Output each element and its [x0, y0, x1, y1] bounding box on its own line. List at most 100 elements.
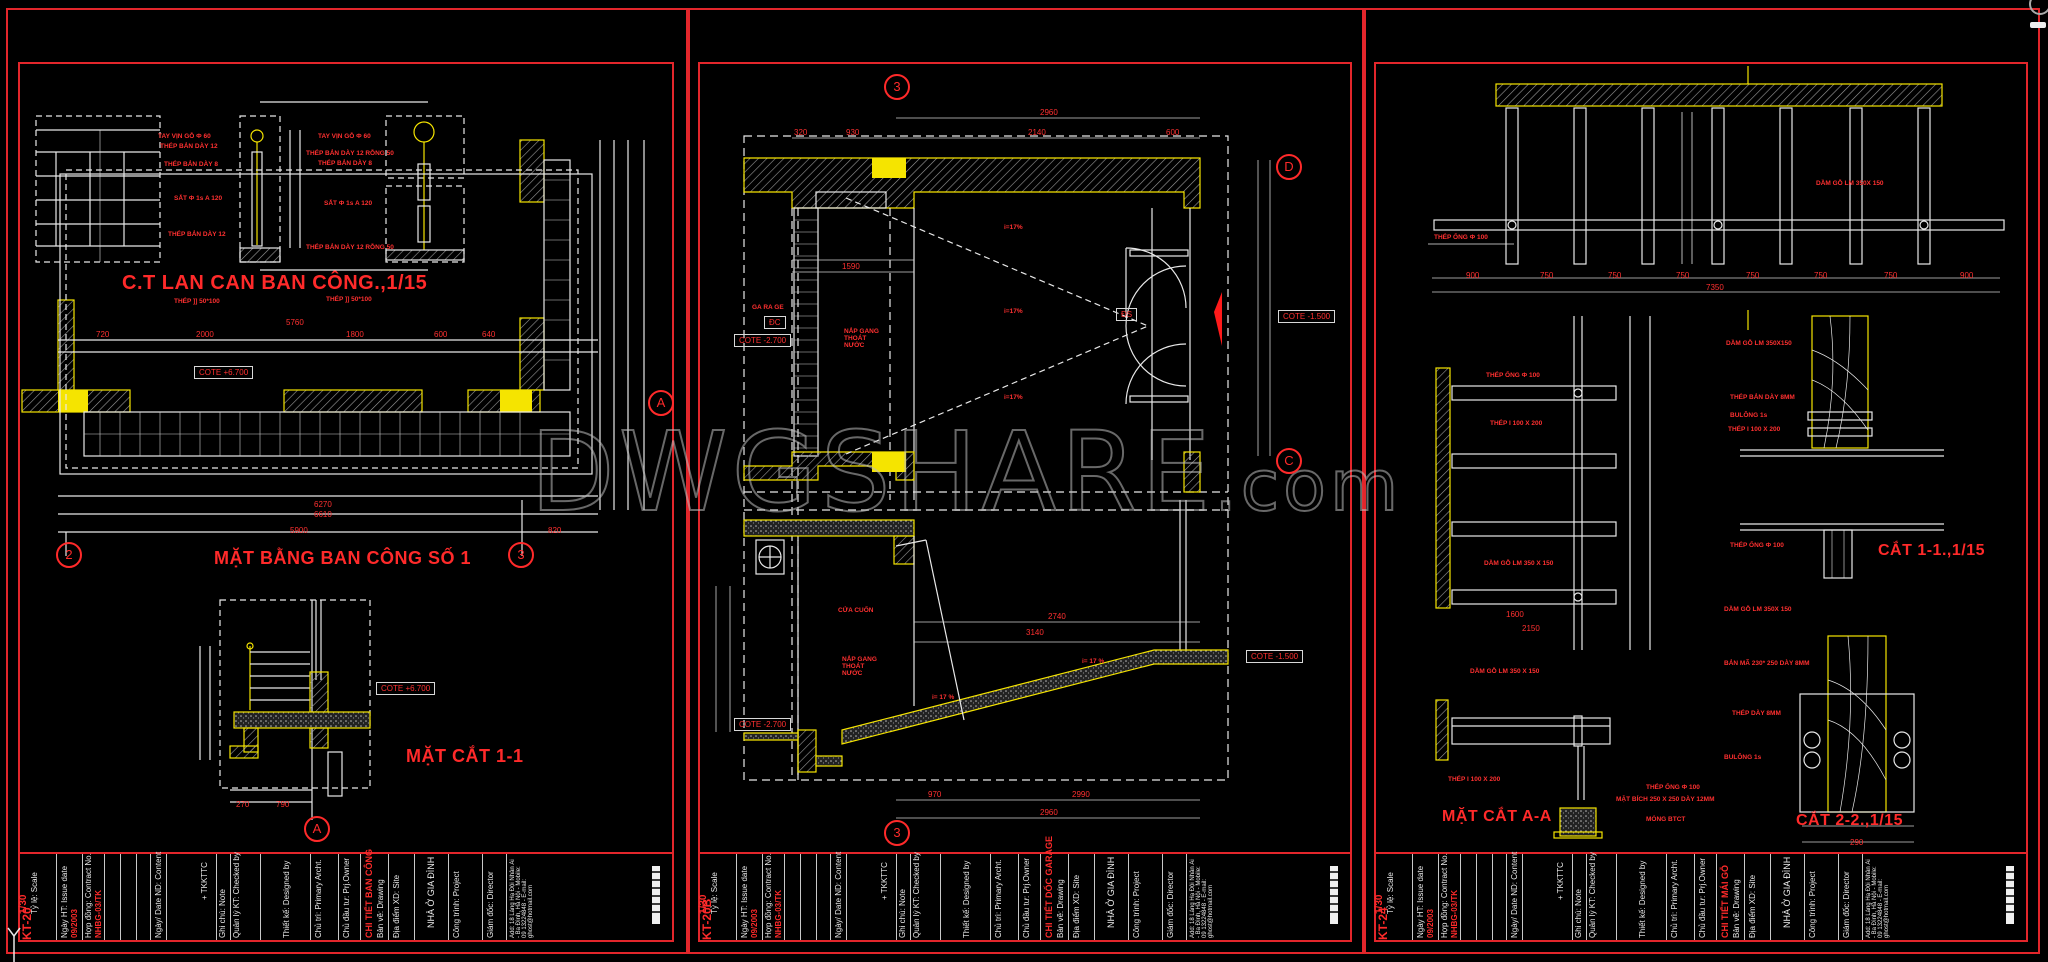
tb-cell [1040, 854, 1041, 940]
tb-cell [1162, 854, 1163, 940]
grid-axis-c: C [1276, 448, 1302, 474]
balcony-plan-title: MẶT BẰNG BAN CÔNG SỐ 1 [214, 548, 472, 568]
elev-dim: 750 [1814, 271, 1828, 280]
tb-cell [150, 854, 151, 940]
tb-cell [338, 854, 339, 940]
plan-dim: 2000 [196, 330, 214, 339]
tb-cell [1666, 854, 1667, 940]
issue-date-value: 09/2003 [70, 909, 79, 938]
sheet-kt20-outer [6, 8, 688, 954]
tb-cell [388, 854, 389, 940]
sheet-kt24-frame [1374, 62, 2028, 942]
railing-detail-section-right [385, 115, 465, 263]
sheet-kt20b-outer [688, 8, 1364, 954]
plan-dim: 640 [482, 330, 496, 339]
note-label: Ghi chú: Note [898, 889, 907, 938]
tb-cell [482, 854, 483, 940]
cut-2-2-title: CẮT 2-2.,1/15 [1796, 812, 1903, 829]
tb-cell [360, 854, 361, 940]
project-label: Công trình: Project [452, 871, 461, 938]
tb-cell [762, 854, 763, 940]
slope-label: i= 17 % [932, 694, 955, 701]
slope-label: i=17% [1004, 308, 1023, 315]
drawing-label: Bản vẽ: Drawing [1732, 879, 1741, 938]
issue-date-label: Ngày HT: Issue date [1416, 865, 1425, 938]
tb-cell [846, 854, 847, 940]
elev-dim: 750 [1608, 271, 1622, 280]
railing-detail-title: C.T LAN CAN BAN CÔNG.,1/15 [122, 272, 428, 294]
cut11-label: THÉP I 100 X 200 [1728, 426, 1781, 433]
plan-pipe-label: THÉP ỐNG Ф 100 [1486, 372, 1540, 379]
tb-cell [1770, 854, 1771, 940]
watermark-suffix: .com [1213, 444, 1403, 528]
tb-cell [230, 854, 231, 940]
sheet-kt20-frame [18, 62, 674, 942]
section-dim: 270 [236, 800, 250, 809]
project-name: NHÀ Ở GIA ĐÌNH [426, 856, 436, 928]
elev-dim: 900 [1466, 271, 1480, 280]
company-address: Add: 18 Láng Hạ Đội Nhân Ái - Ba Đình, H… [1866, 859, 1890, 938]
garage-dim: 2990 [1072, 790, 1090, 799]
garage-dim: 2140 [1028, 128, 1046, 137]
balcony-plan [21, 139, 645, 556]
tb-cell [1094, 854, 1095, 940]
garage-dim: 600 [1166, 128, 1180, 137]
tb-cell [56, 854, 57, 940]
contract-value: NHBG-03/TK [774, 889, 783, 938]
tb-cell [1128, 854, 1129, 940]
railing-label-right: THÉP BẢN DÀY 8 [318, 160, 372, 167]
tb-cell [1492, 854, 1493, 940]
cut22-dim: 290 [1850, 838, 1864, 847]
section-dim: 790 [276, 800, 290, 809]
railing-label: TAY VỊN GỖ Ф 60 [158, 133, 211, 140]
railing-label-right: THÉP BẢN DÀY 12 RỖNG 50 [306, 150, 394, 157]
revision-label: Ngày/ Date ND: Content [1510, 851, 1519, 938]
tb-cell [448, 854, 449, 940]
grid-axis-3: 3 [508, 542, 534, 568]
garage-label: GA RA GE [752, 304, 784, 311]
plan-dim: 820 [548, 526, 562, 535]
cut22-label: BẢN MÃ 230* 250 DÀY 8MM [1724, 660, 1810, 667]
elev-dim: 900 [1960, 271, 1974, 280]
tb-cell [166, 854, 167, 940]
plan-dim: 1600 [1506, 610, 1524, 619]
aa-label: DẦM GỖ LM 350 X 150 [1470, 668, 1540, 675]
cote-garage-top: COTE -2.700 [734, 334, 792, 347]
roller-door-label: CỬA CUỐN [838, 607, 874, 614]
cut11-label: THÉP BẢN DÀY 8MM [1730, 394, 1795, 401]
tb-cell [310, 854, 311, 940]
aa-label: MÓNG BTCT [1646, 816, 1686, 823]
garage-dim: 2960 [1040, 808, 1058, 817]
tb-cell [816, 854, 817, 940]
tb-cell [136, 854, 137, 940]
designed-label: Thiết kế: Designed by [962, 860, 971, 938]
tb-cell [784, 854, 785, 940]
dwgshare-watermark: DWGSHARE.com [529, 407, 1403, 537]
elev-dim: 750 [1676, 271, 1690, 280]
tb-cell [104, 854, 105, 940]
owner-label: Chủ đầu tư: Prj.Owner [1698, 857, 1707, 938]
contract-label: Hợp đồng: Contract No. [1440, 853, 1449, 938]
drain-cover-label-bottom: NẮP GANG THOÁT NƯỚC [842, 656, 877, 677]
title-block-kt20b: Tỷ lệ: Scale 1/30 KT-20B Ngày HT: Issue … [698, 836, 1350, 940]
cote-section-label: COTE +6.700 [376, 682, 436, 695]
section-1-1-title: MẶT CẮT 1-1 [406, 746, 524, 766]
designed-label: Thiết kế: Designed by [282, 860, 291, 938]
title-block-kt20: Tỷ lệ: Scale 1/30 KT-20 Ngày HT: Issue d… [18, 849, 672, 940]
plan-dim: 2150 [1522, 624, 1540, 633]
railing-detail-section-left [239, 101, 428, 271]
garage-ramp-plan [743, 135, 1229, 781]
section-a-a [1435, 699, 1611, 839]
designed-label: Thiết kế: Designed by [1638, 860, 1647, 938]
garage-dim: 3140 [1026, 628, 1044, 637]
grid-axis-2: 2 [56, 542, 82, 568]
drain-cover-label: NẮP GANG THOÁT NƯỚC [844, 328, 879, 349]
grid-axis-3-top: 3 [884, 74, 910, 100]
owner-label: Chủ đầu tư: Prj.Owner [1022, 857, 1031, 938]
grid-axis-a-section: A [304, 816, 330, 842]
tb-cell [1572, 854, 1573, 940]
elev-total-dim: 7350 [1706, 283, 1724, 292]
cut-1-1-title: CẮT 1-1.,1/15 [1878, 542, 1985, 559]
tb-cell [1412, 854, 1413, 940]
note-label: Ghi chú: Note [218, 889, 227, 938]
